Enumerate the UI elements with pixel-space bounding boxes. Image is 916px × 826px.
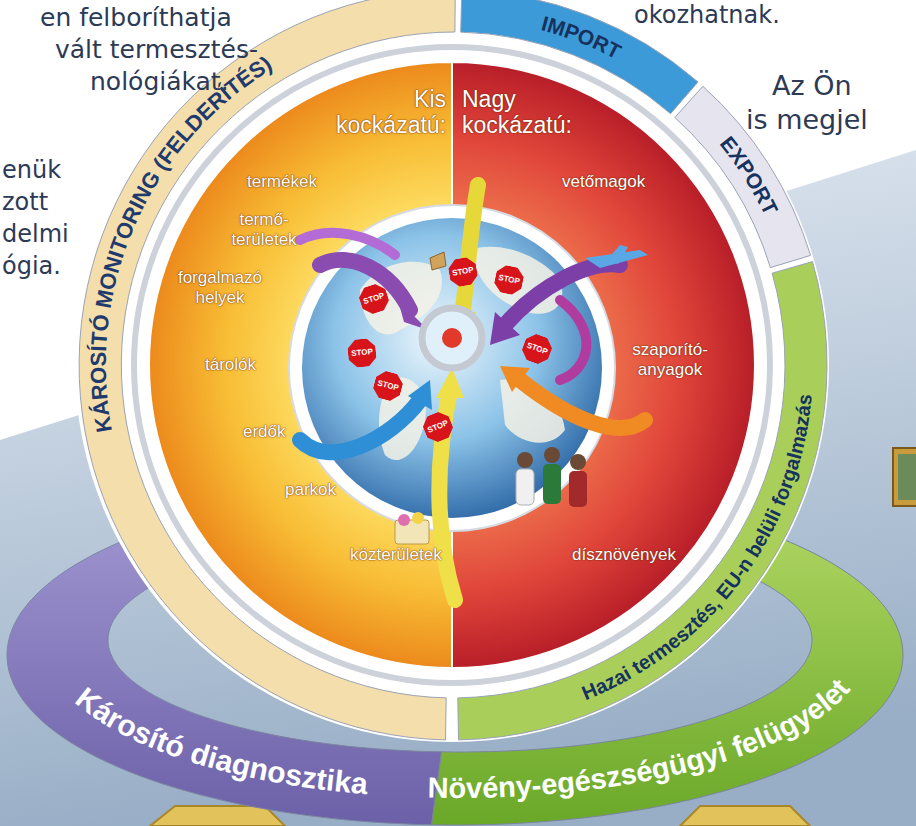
risk-item: tárolók <box>205 355 256 375</box>
stop-sign: STOP <box>371 369 405 403</box>
text-fragment: vált termesztés- <box>55 35 258 65</box>
ring-label: EXPORT <box>716 132 783 218</box>
stop-sign: STOP <box>347 338 377 368</box>
stop-sign: STOP <box>519 331 555 367</box>
text-fragment: enük <box>2 156 61 185</box>
ring-label: IMPORT <box>539 11 625 63</box>
risk-item: forgalmazó helyek <box>168 268 272 308</box>
text-fragment: is megjel <box>746 104 868 136</box>
text-fragment: zott <box>2 188 48 217</box>
risk-item: erdők <box>243 422 286 442</box>
text-fragment: Az Ön <box>772 70 852 102</box>
risk-item: termékek <box>247 172 317 192</box>
risk-item: vetőmagok <box>562 172 645 192</box>
text-fragment: en felboríthatja <box>40 3 232 33</box>
risk-item: szaporító- anyagok <box>616 340 724 380</box>
text-fragment: nológiákat. <box>90 67 229 97</box>
risk-heading: Kis kockázatú: <box>316 86 446 138</box>
risk-heading: Nagy kockázatú: <box>462 86 612 138</box>
stop-sign: STOP <box>356 281 391 316</box>
stop-sign: STOP <box>447 256 479 288</box>
risk-item: termő- területek <box>214 210 314 250</box>
text-fragment: okozhatnak. <box>634 1 780 30</box>
stop-sign: STOP <box>492 263 525 296</box>
stop-sign: STOP <box>420 409 456 445</box>
risk-item: parkok <box>285 480 336 500</box>
text-fragment: ógia. <box>2 252 61 281</box>
text-fragment: delmi <box>2 220 69 249</box>
risk-item: közterületek <box>350 545 442 565</box>
risk-item: dísznövények <box>572 545 676 565</box>
